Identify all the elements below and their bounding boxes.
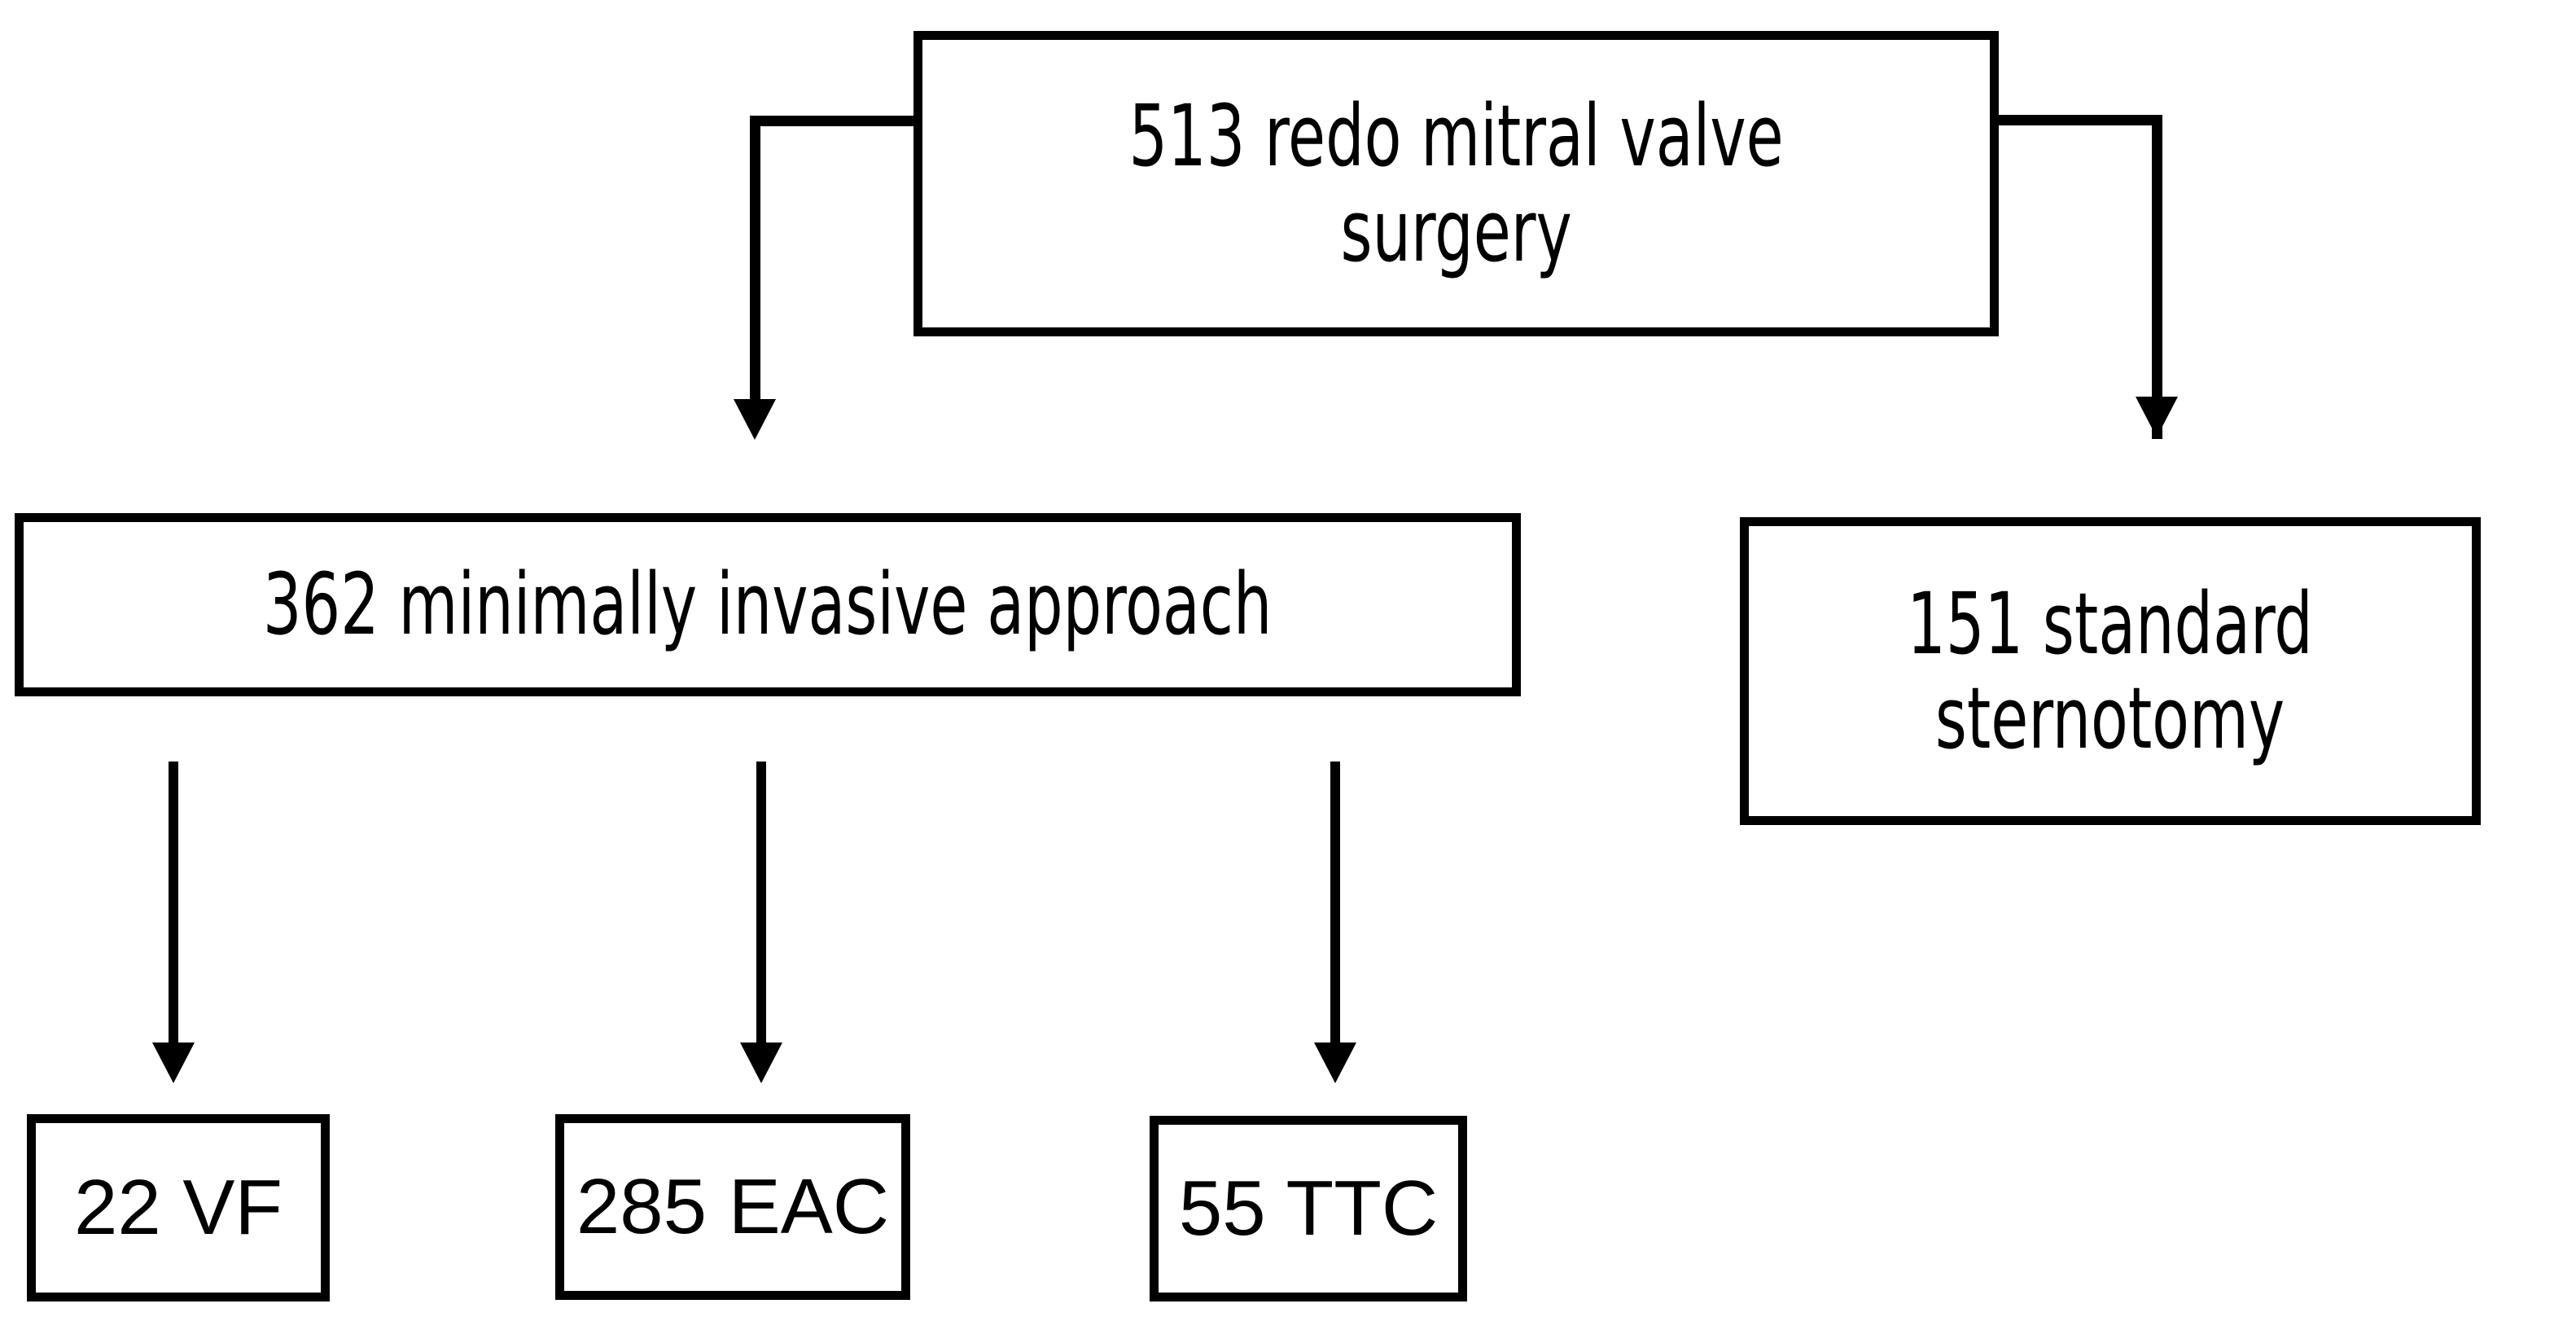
node-label-mis: 362 minimally invasive approach bbox=[263, 555, 1273, 655]
node-minimally-invasive-approach: 362 minimally invasive approach bbox=[15, 513, 1521, 696]
connector-mis-to-eac-vertical bbox=[756, 762, 766, 1044]
arrowhead-mis-to-vf bbox=[152, 1042, 195, 1083]
node-label-root: 513 redo mitral valve surgery bbox=[1128, 86, 1784, 281]
connector-root-to-sternotomy-horizontal bbox=[1996, 115, 2162, 125]
connector-mis-to-ttc-vertical bbox=[1330, 762, 1340, 1044]
arrowhead-mis-to-ttc bbox=[1314, 1042, 1356, 1083]
node-label-eac: 285 EAC bbox=[576, 1163, 890, 1251]
arrowhead-mis-to-eac bbox=[740, 1042, 782, 1083]
node-ttc: 55 TTC bbox=[1150, 1116, 1467, 1301]
connector-root-to-mis-horizontal bbox=[750, 116, 915, 126]
node-vf: 22 VF bbox=[27, 1114, 330, 1301]
node-eac: 285 EAC bbox=[555, 1114, 910, 1300]
node-redo-mitral-valve-surgery: 513 redo mitral valve surgery bbox=[913, 31, 1999, 336]
node-standard-sternotomy: 151 standard sternotomy bbox=[1740, 517, 2481, 825]
connector-root-to-mis-vertical bbox=[750, 116, 760, 401]
arrowhead-root-to-sternotomy bbox=[2136, 397, 2178, 437]
connector-root-to-sternotomy-vertical bbox=[2152, 115, 2162, 439]
connector-mis-to-vf-vertical bbox=[169, 762, 178, 1044]
node-label-ttc: 55 TTC bbox=[1178, 1165, 1439, 1253]
node-label-vf: 22 VF bbox=[73, 1164, 283, 1252]
arrowhead-root-to-mis bbox=[734, 399, 776, 440]
node-label-sternotomy: 151 standard sternotomy bbox=[1907, 573, 2314, 768]
